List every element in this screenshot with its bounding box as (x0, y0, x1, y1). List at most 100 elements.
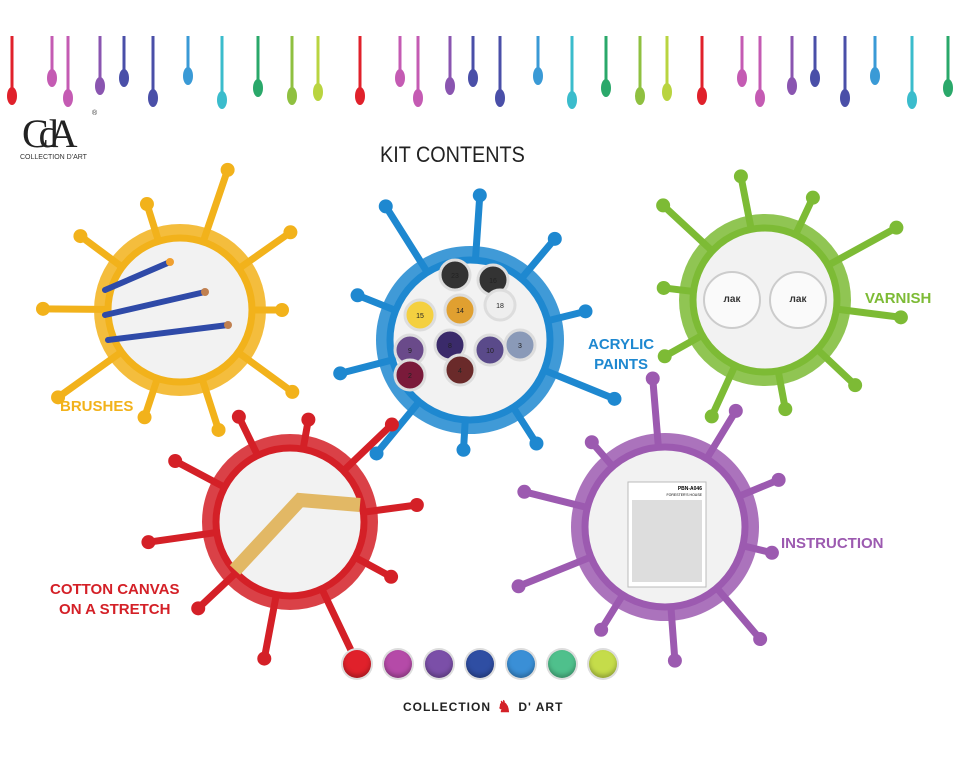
paint-drip (413, 36, 423, 107)
footer-brand-right: D' ART (518, 700, 564, 714)
brush-handle (102, 289, 208, 318)
logo-subtitle: COLLECTION D'ART (20, 154, 87, 161)
paint-drip (755, 36, 765, 107)
drip-drop (119, 69, 129, 87)
splash-drop (378, 199, 393, 214)
label-acrylic-paints: ACRYLIC PAINTS (588, 336, 655, 373)
paint-pot (443, 353, 477, 387)
splash-drop (607, 391, 622, 406)
brush-tip (166, 258, 174, 266)
paint-drip (601, 36, 611, 97)
paint-number: 9 (408, 348, 412, 355)
splash-drop (657, 349, 672, 364)
canvas-frame (229, 492, 361, 575)
splash-drop (517, 484, 532, 499)
paint-drip (253, 36, 263, 97)
splash-drop (893, 310, 908, 325)
label-brushes: BRUSHES (60, 398, 134, 415)
splash-drop (283, 225, 298, 240)
varnish-cap-label: лак (790, 294, 808, 305)
paint-drip (148, 36, 158, 107)
drip-drop (148, 89, 158, 107)
paint-drip (217, 36, 227, 109)
paint-drip (943, 36, 953, 97)
splash-drop (456, 442, 471, 457)
paint-drip (183, 36, 193, 85)
splash-drop (764, 545, 779, 560)
paint-drip (907, 36, 917, 109)
splash-drop (211, 422, 226, 437)
paint-drip (810, 36, 820, 87)
label-cotton-canvas: COTTON CANVAS ON A STRETCH (50, 581, 180, 618)
paint-drip (63, 36, 73, 107)
splash-drop (578, 304, 593, 319)
varnish-cap-label: лак (724, 294, 742, 305)
splash-drop (704, 409, 719, 424)
paint-number: 4 (458, 368, 462, 375)
drip-drop (697, 87, 707, 105)
palette-dot (507, 650, 535, 678)
drip-drop (217, 91, 227, 109)
varnish-pot (769, 271, 827, 329)
splash-drop (36, 301, 51, 316)
paint-number: 10 (486, 348, 494, 355)
paint-drip (635, 36, 645, 105)
canvas-photo (229, 492, 361, 575)
paint-drip (870, 36, 880, 85)
palette-dot (548, 650, 576, 678)
drip-drop (183, 67, 193, 85)
varnish-photo: лак лак (703, 271, 827, 329)
splash-drop (285, 384, 300, 399)
splash-drop (529, 436, 544, 451)
palette-dot (384, 650, 412, 678)
footer-brand-left: COLLECTION (403, 700, 491, 714)
brush-tip (201, 288, 209, 296)
brush-handle (105, 322, 231, 343)
splash-drop (771, 472, 786, 487)
splash-drop (778, 402, 793, 417)
paint-drip (567, 36, 577, 109)
paint-number: 3 (518, 343, 522, 350)
paint-drip (697, 36, 707, 105)
drip-drop (840, 89, 850, 107)
drip-drop (662, 83, 672, 101)
paint-drips-border (7, 36, 953, 109)
palette-dot (343, 650, 371, 678)
palette-dot (425, 650, 453, 678)
drip-drop (907, 91, 917, 109)
drip-drop (601, 79, 611, 97)
paint-drip (468, 36, 478, 87)
drip-drop (63, 89, 73, 107)
splash-drop (275, 303, 289, 317)
brushes-photo (102, 258, 232, 343)
drip-drop (468, 69, 478, 87)
splash-drop (594, 622, 609, 637)
varnish-pot (703, 271, 761, 329)
registered-mark: ® (92, 110, 98, 117)
drip-drop (95, 77, 105, 95)
paint-drip (395, 36, 405, 87)
splash-drop (137, 410, 152, 425)
paint-drip (355, 36, 365, 105)
splash-drop (51, 390, 66, 405)
drip-drop (495, 89, 505, 107)
splash-drop (547, 231, 562, 246)
label-varnish: VARNISH (865, 290, 932, 307)
drip-drop (787, 77, 797, 95)
splash-drop (139, 197, 154, 212)
paint-pot (393, 358, 427, 392)
paint-number: 23 (451, 273, 459, 280)
paint-drip (533, 36, 543, 85)
drip-drop (47, 69, 57, 87)
paint-pot (403, 298, 437, 332)
splash-drop (728, 403, 743, 418)
paint-pot (483, 288, 517, 322)
splash-brushes (36, 162, 300, 437)
paint-drip (7, 36, 17, 105)
splash-drop (301, 412, 316, 427)
splash-drop (656, 198, 671, 213)
splash-acrylic-paints (333, 188, 622, 461)
